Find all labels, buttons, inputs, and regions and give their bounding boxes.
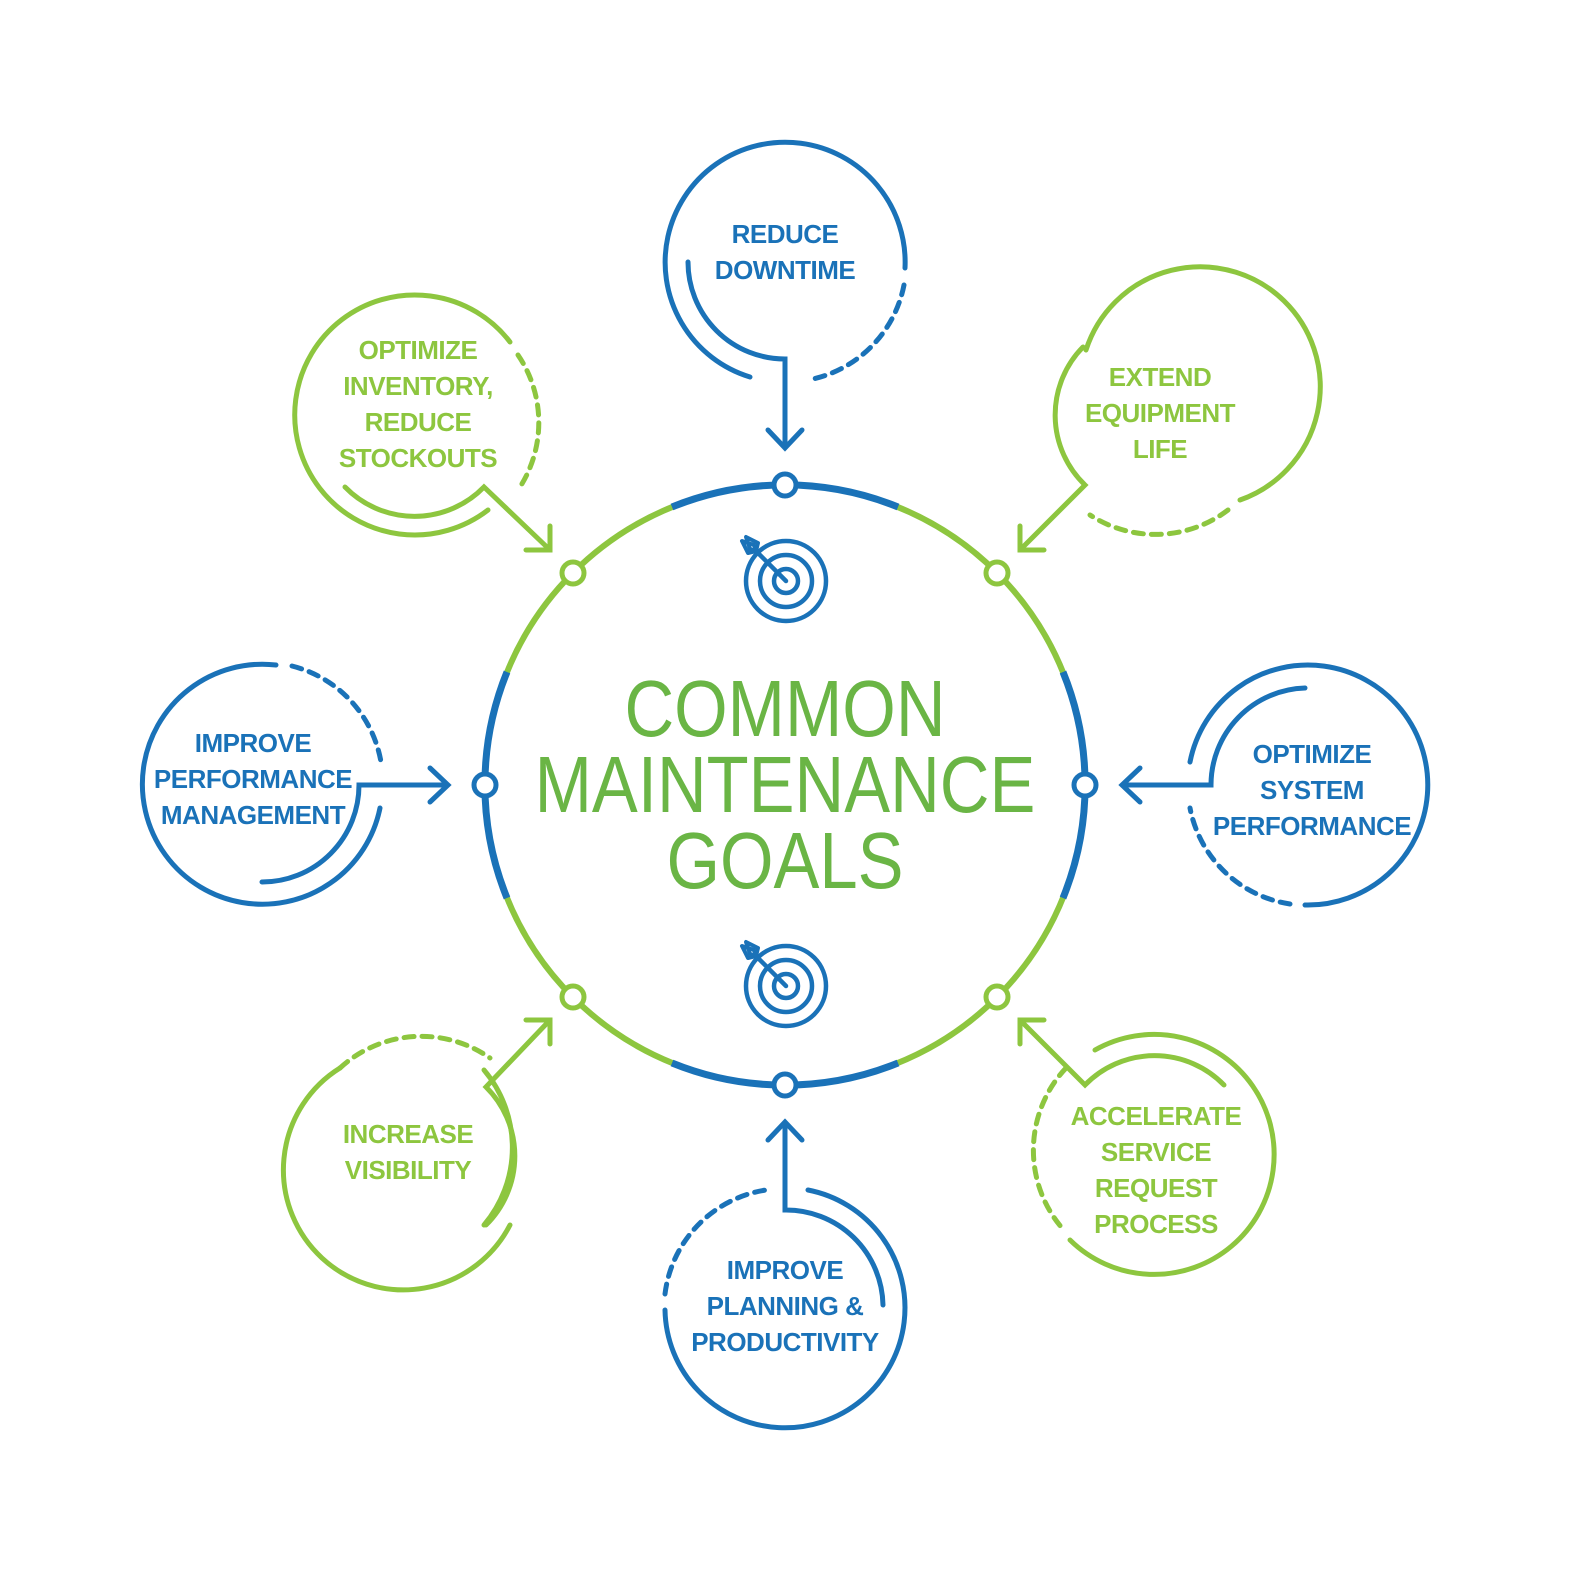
target-arrow-icon: [742, 942, 826, 1026]
title-line-2: MAINTENANCE: [534, 740, 1036, 829]
node-left: [471, 771, 499, 799]
goal-bubble-top-left: [292, 292, 553, 553]
goal-label-accelerate-service-request-process: ACCELERATE SERVICE REQUEST PROCESS: [1070, 1101, 1242, 1239]
node-bottom: [771, 1071, 799, 1099]
node-bottom-right: [983, 983, 1011, 1011]
node-right: [1071, 771, 1099, 799]
target-arrow-icon: [742, 537, 826, 621]
ring-nodes: [471, 471, 1099, 1099]
diagram-title: COMMON MAINTENANCE GOALS: [534, 664, 1036, 905]
goal-label-increase-visibility: INCREASE VISIBILITY: [342, 1119, 474, 1185]
title-line-1: COMMON: [624, 664, 946, 753]
title-line-3: GOALS: [666, 816, 904, 905]
goal-label-improve-performance-management: IMPROVE PERFORMANCE MANAGEMENT: [153, 728, 353, 830]
node-top: [771, 471, 799, 499]
goal-bubble-left: [139, 661, 452, 907]
goal-bubble-bottom: [662, 1118, 908, 1431]
goal-label-optimize-inventory-reduce-stockouts: OPTIMIZE INVENTORY, REDUCE STOCKOUTS: [338, 335, 498, 473]
node-top-right: [983, 559, 1011, 587]
node-bottom-left: [559, 983, 587, 1011]
goal-bubble-top: [662, 139, 908, 452]
goal-bubble-right: [1118, 662, 1431, 908]
goal-bubble-bottom-right: [1017, 1017, 1277, 1277]
goal-bubble-bottom-left: [280, 1017, 553, 1293]
goal-bubble-top-right: [1017, 264, 1323, 553]
node-top-left: [559, 559, 587, 587]
goal-label-reduce-downtime: REDUCE DOWNTIME: [714, 219, 856, 285]
goal-label-optimize-system-performance: OPTIMIZE SYSTEM PERFORMANCE: [1212, 739, 1412, 841]
goal-label-improve-planning-productivity: IMPROVE PLANNING & PRODUCTIVITY: [691, 1255, 879, 1357]
goal-label-extend-equipment-life: EXTEND EQUIPMENT LIFE: [1084, 362, 1236, 464]
